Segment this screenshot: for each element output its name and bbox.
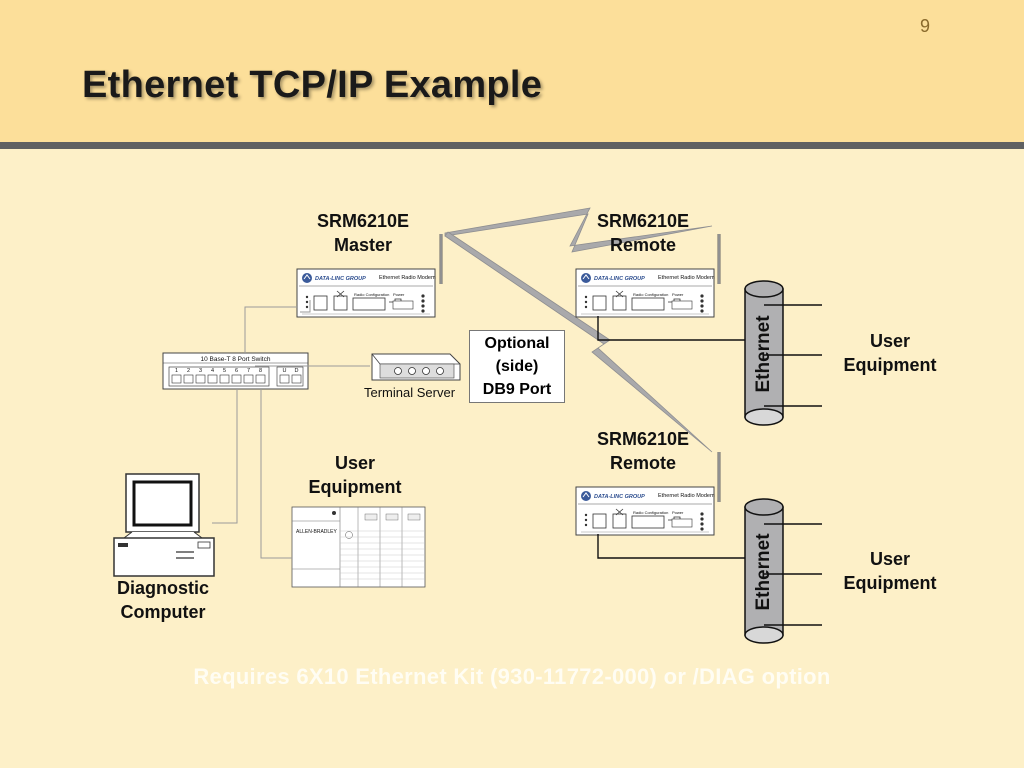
switch-port-label: 7 [247, 368, 250, 374]
modem-power: Power [672, 510, 684, 515]
slide-number: 9 [919, 16, 930, 36]
remote-top-role: Remote [609, 235, 676, 255]
header-band [0, 0, 1024, 142]
diagnostic-line1: Diagnostic [116, 578, 209, 598]
plc-brand: ALLEN-BRADLEY [296, 529, 338, 535]
user-equipment-bottom-label: User Equipment [825, 547, 955, 595]
remote-top-label: SRM6210E Remote [580, 209, 706, 257]
user-equipment-top-label: User Equipment [825, 329, 955, 377]
switch-port-label: 5 [223, 368, 226, 374]
switch-port-label: 8 [259, 368, 262, 374]
remote-bottom-role: Remote [609, 453, 676, 473]
switch-title: 10 Base-T 8 Port Switch [201, 356, 271, 363]
switch-port-label: 3 [199, 368, 202, 374]
callout-line3: DB9 Port [482, 381, 552, 398]
network-cables [212, 300, 370, 559]
user-equipment-line2: Equipment [843, 573, 937, 593]
callout-line2: (side) [495, 358, 539, 375]
modem-power: Power [393, 292, 405, 297]
master-modem: DATA-LINC GROUP Ethernet Radio Modem Rad… [296, 268, 436, 318]
radio-link-bottom [444, 231, 713, 453]
ethernet-top-label: Ethernet [753, 315, 774, 393]
switch-port-label: 2 [187, 368, 190, 374]
modem-power: Power [672, 292, 684, 297]
slide-title: Ethernet TCP/IP Example [82, 64, 543, 106]
modem-product: Ethernet Radio Modem [658, 275, 715, 281]
terminal-server-label: Terminal Server [364, 385, 456, 400]
switch-port-label: 1 [175, 368, 178, 374]
remote-ethernet-links [597, 316, 763, 559]
master-label: SRM6210E Master [300, 209, 426, 257]
switch-port-label: U [283, 368, 287, 374]
header-divider [0, 142, 1024, 149]
ethernet-bottom-label: Ethernet [753, 533, 774, 611]
footer-note: Requires 6X10 Ethernet Kit (930-11772-00… [193, 664, 831, 689]
modem-brand: DATA-LINC GROUP [315, 276, 366, 282]
master-model: SRM6210E [316, 211, 410, 231]
user-equipment-line2: Equipment [843, 355, 937, 375]
user-equipment-line1: User [869, 549, 911, 569]
user-equipment-line2: Equipment [308, 477, 402, 497]
diagnostic-computer-label: Diagnostic Computer [98, 576, 228, 624]
db9-callout: Optional (side) DB9 Port [469, 330, 565, 403]
remote-bottom-label: SRM6210E Remote [580, 427, 706, 475]
terminal-server [371, 353, 461, 381]
user-equipment-line1: User [334, 453, 376, 473]
user-equipment-line1: User [869, 331, 911, 351]
switch-port-label: D [295, 368, 299, 374]
modem-product: Ethernet Radio Modem [658, 493, 715, 499]
modem-config: Radio Configuration [633, 510, 668, 515]
switch-port-label: 4 [211, 368, 214, 374]
modem-config: Radio Configuration [633, 292, 668, 297]
diagnostic-computer [113, 473, 215, 577]
modem-brand: DATA-LINC GROUP [594, 276, 645, 282]
diagnostic-line2: Computer [120, 602, 206, 622]
ethernet-switch: 10 Base-T 8 Port Switch 1 2 3 4 5 6 7 8 … [162, 352, 309, 390]
switch-port-label: 6 [235, 368, 238, 374]
ethernet-bus-bottom [744, 498, 822, 644]
callout-line1: Optional [484, 335, 550, 352]
plc-rack: ALLEN-BRADLEY [291, 506, 426, 588]
remote-bottom-modem: DATA-LINC GROUP Ethernet Radio Modem Rad… [575, 486, 715, 536]
ethernet-bus-top [744, 280, 822, 426]
remote-top-model: SRM6210E [596, 211, 690, 231]
modem-config: Radio Configuration [354, 292, 389, 297]
remote-top-modem: DATA-LINC GROUP Ethernet Radio Modem Rad… [575, 268, 715, 318]
modem-brand: DATA-LINC GROUP [594, 494, 645, 500]
radio-link-top [444, 207, 713, 253]
modem-product: Ethernet Radio Modem [379, 275, 436, 281]
remote-bottom-model: SRM6210E [596, 429, 690, 449]
master-role: Master [333, 235, 393, 255]
user-equipment-center-label: User Equipment [290, 451, 420, 499]
